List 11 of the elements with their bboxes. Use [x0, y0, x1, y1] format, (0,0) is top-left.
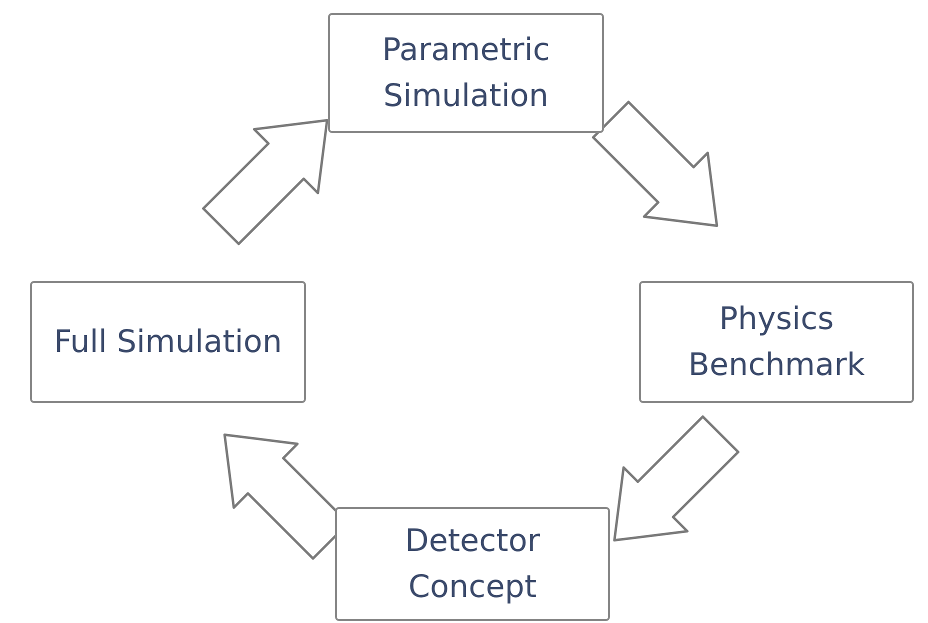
- box-label: Physics Benchmark: [687, 300, 866, 385]
- box-label: Parametric Simulation: [381, 30, 551, 116]
- block-arrow: [592, 100, 718, 228]
- process-box: [328, 13, 604, 133]
- process-box: [639, 281, 914, 403]
- process-box: [30, 281, 306, 403]
- box-label: Full Simulation: [54, 322, 282, 362]
- process-box: [335, 507, 610, 621]
- box-label: Detector Concept: [404, 522, 542, 607]
- block-arrow: [202, 118, 328, 246]
- block-arrow: [613, 415, 740, 542]
